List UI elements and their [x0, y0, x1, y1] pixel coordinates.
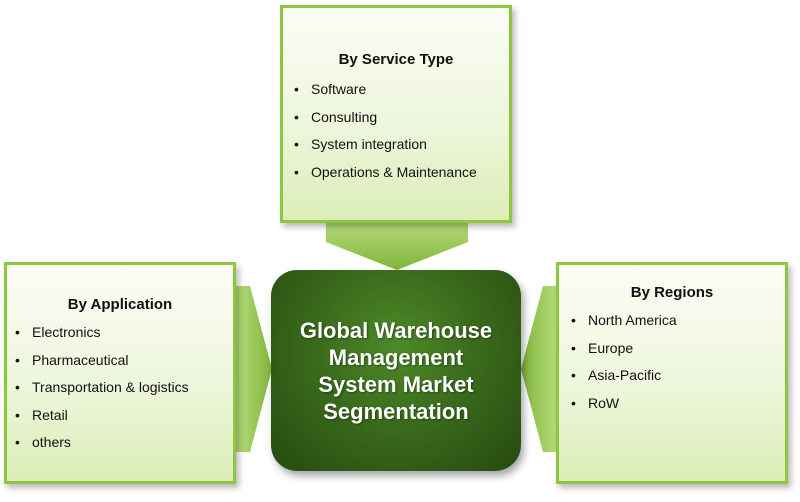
service-type-item: System integration — [286, 131, 509, 159]
application-item: others — [7, 429, 233, 457]
center-segmentation-box: Global Warehouse Management System Marke… — [271, 270, 521, 471]
service-type-item: Software — [286, 76, 509, 104]
application-item: Pharmaceutical — [7, 347, 233, 375]
arrow-service-to-center — [326, 222, 468, 270]
regions-item: RoW — [563, 390, 785, 418]
application-item: Transportation & logistics — [7, 374, 233, 402]
regions-list: North America Europe Asia-Pacific RoW — [559, 307, 785, 417]
regions-item: Asia-Pacific — [563, 362, 785, 390]
regions-box: By Regions North America Europe Asia-Pac… — [556, 262, 788, 484]
application-box: By Application Electronics Pharmaceutica… — [4, 262, 236, 484]
service-type-box: By Service Type Software Consulting Syst… — [280, 5, 512, 223]
service-type-title: By Service Type — [338, 51, 454, 68]
arrow-application-to-center — [236, 286, 272, 452]
arrow-regions-to-center — [521, 286, 557, 452]
regions-item: North America — [563, 307, 785, 335]
application-list: Electronics Pharmaceutical Transportatio… — [7, 319, 233, 457]
application-item: Retail — [7, 402, 233, 430]
regions-item: Europe — [563, 335, 785, 363]
application-item: Electronics — [7, 319, 233, 347]
regions-title: By Regions — [630, 284, 714, 301]
center-title: Global Warehouse Management System Marke… — [299, 317, 493, 424]
service-type-item: Operations & Maintenance — [286, 159, 509, 187]
application-title: By Application — [67, 296, 173, 313]
service-type-list: Software Consulting System integration O… — [283, 76, 509, 186]
service-type-item: Consulting — [286, 104, 509, 132]
